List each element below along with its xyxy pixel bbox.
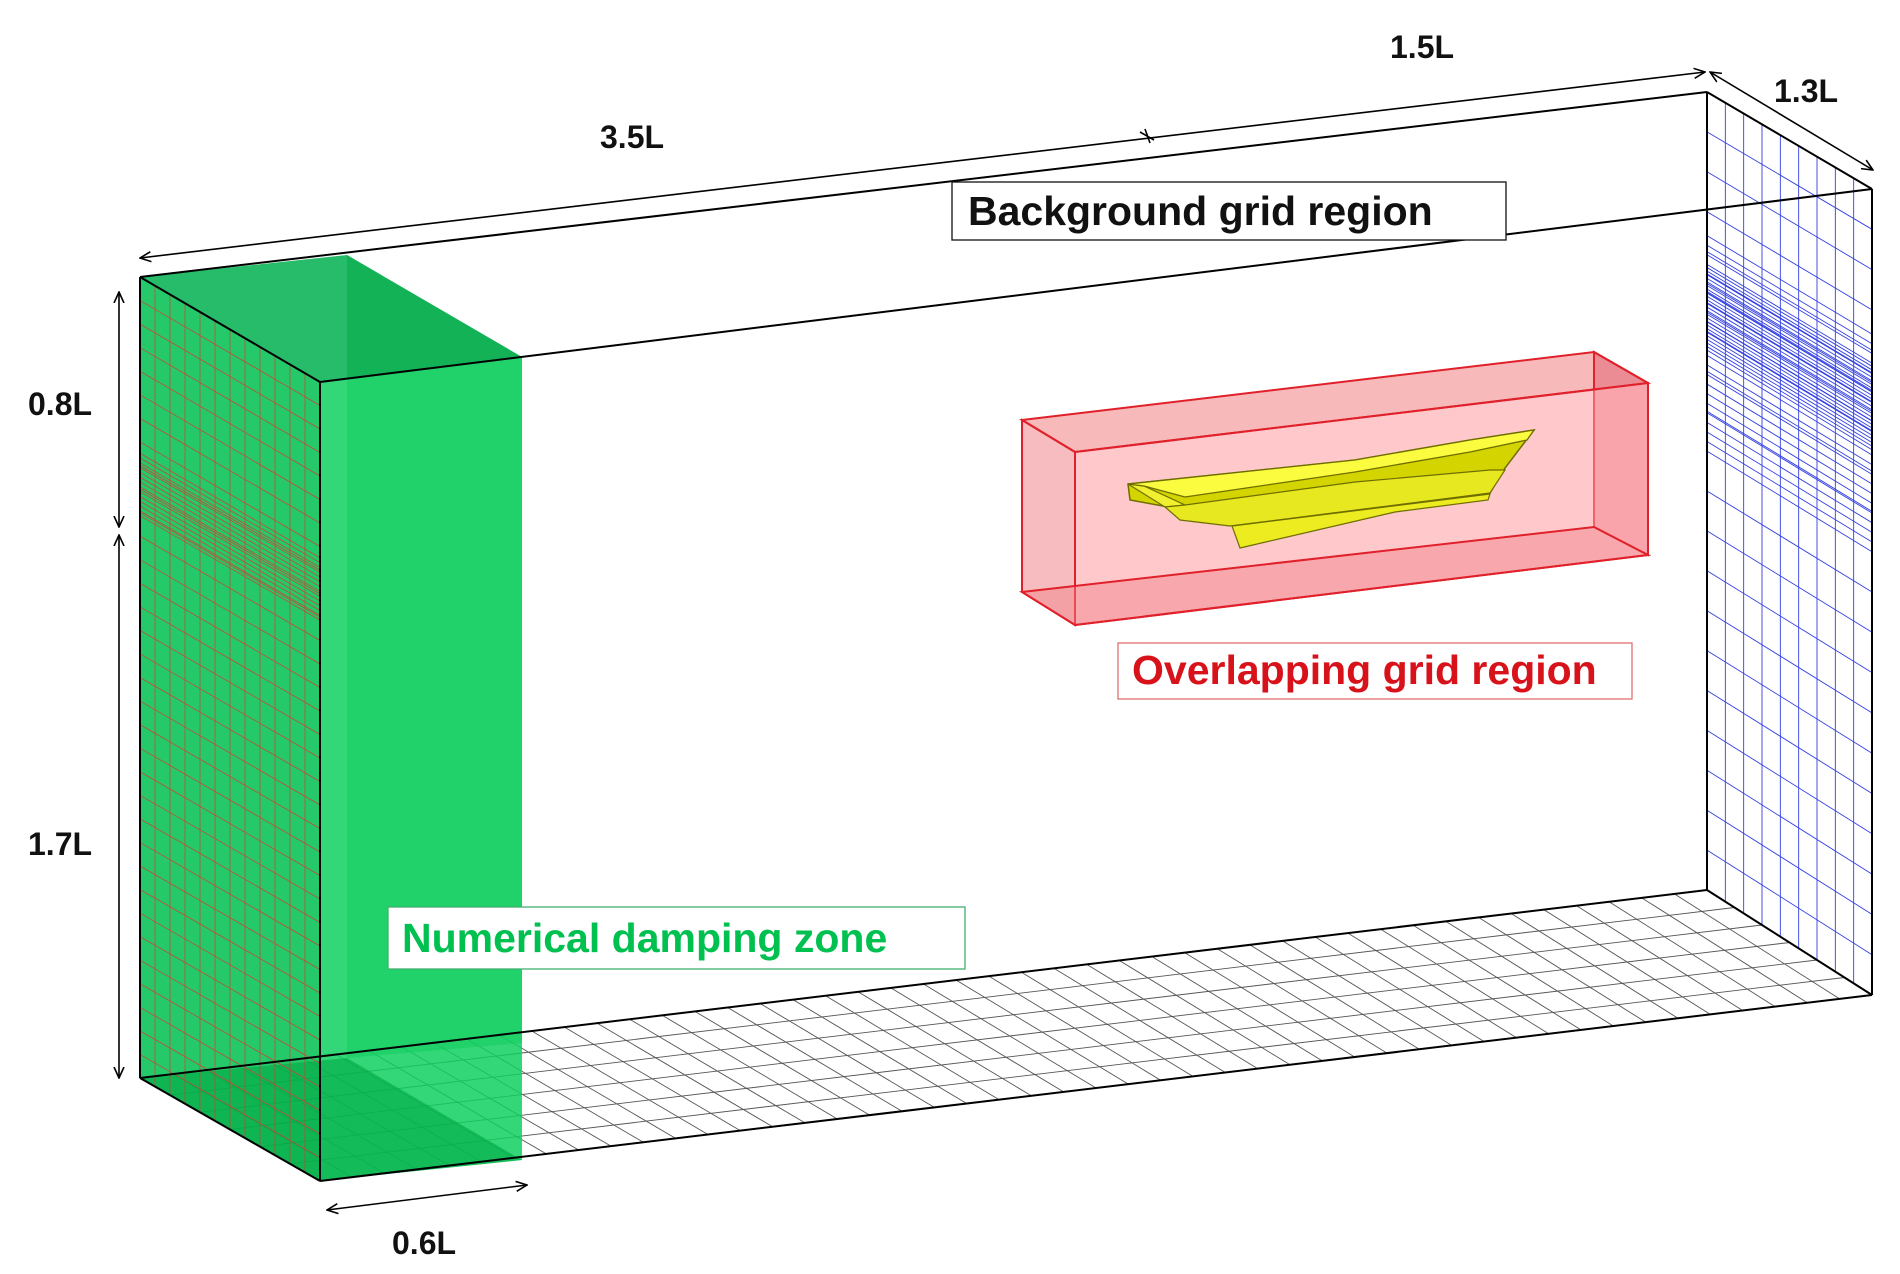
damping-zone-floor-face	[140, 1058, 522, 1181]
damping-zone	[140, 255, 522, 1181]
right-wall-grid	[1706, 91, 1873, 996]
overlapping-grid-label: Overlapping grid region	[1132, 647, 1597, 693]
dim-label-height-upper: 0.8L	[28, 386, 92, 422]
dim-label-width: 1.3L	[1774, 73, 1838, 109]
dim-label-damping-length: 0.6L	[392, 1225, 456, 1261]
dim-arrow-width	[1710, 72, 1873, 170]
dim-label-length-back: 1.5L	[1390, 29, 1454, 65]
dim-label-height-lower: 1.7L	[28, 826, 92, 862]
background-label-box	[951, 181, 1507, 241]
ship-hull	[1127, 428, 1536, 549]
dim-arrow-length	[140, 72, 1705, 258]
dim-arrow-damping-length	[327, 1185, 527, 1210]
dimension-arrows	[119, 72, 1873, 1210]
dim-label-length-front: 3.5L	[600, 119, 664, 155]
overlapping-label-box	[1117, 642, 1633, 700]
damping-zone-front-face	[320, 357, 522, 1181]
background-grid-label: Background grid region	[968, 188, 1433, 234]
damping-zone-label: Numerical damping zone	[402, 915, 887, 961]
damping-label-box	[387, 906, 966, 970]
